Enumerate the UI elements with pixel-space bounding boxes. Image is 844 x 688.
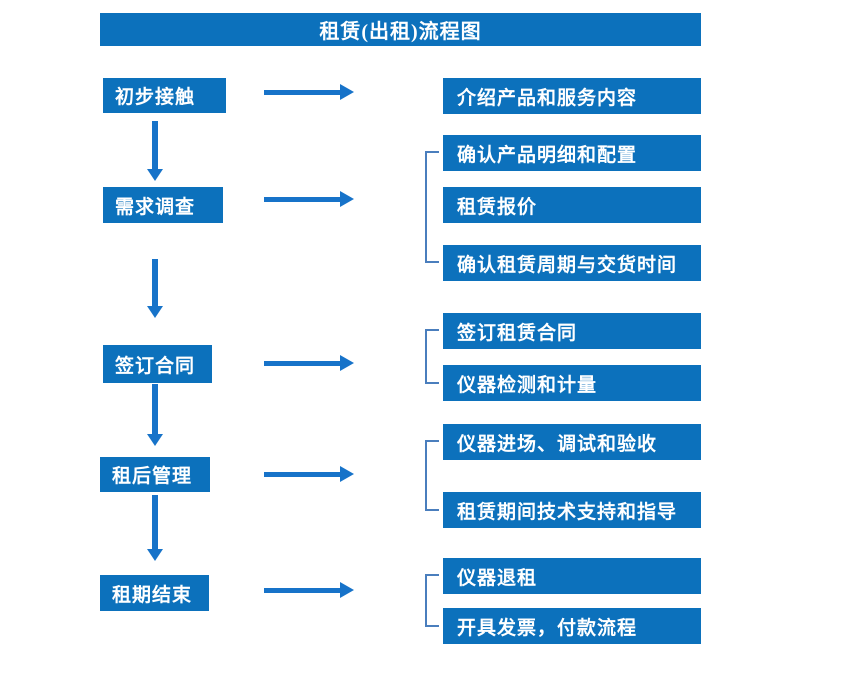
detail-box-invoice-payment: 开具发票，付款流程 xyxy=(443,608,701,644)
step-box-demand-survey: 需求调查 xyxy=(103,187,223,223)
right-arrow-icon xyxy=(264,84,354,100)
detail-box-instrument-return: 仪器退租 xyxy=(443,558,701,594)
step-box-initial-contact: 初步接触 xyxy=(103,78,226,113)
down-arrow-icon xyxy=(147,495,163,561)
right-arrow-icon xyxy=(264,582,354,598)
diagram-title-bar: 租赁(出租)流程图 xyxy=(100,13,701,46)
step-box-post-rental-management: 租后管理 xyxy=(100,457,210,492)
step-box-lease-end: 租期结束 xyxy=(100,575,209,611)
group-bracket xyxy=(425,440,439,511)
detail-box-instrument-setup-acceptance: 仪器进场、调试和验收 xyxy=(443,424,701,460)
right-arrow-icon xyxy=(264,466,354,482)
detail-box-confirm-period-delivery: 确认租赁周期与交货时间 xyxy=(443,245,701,281)
detail-box-introduce-products-services: 介绍产品和服务内容 xyxy=(443,78,701,114)
detail-box-confirm-product-details: 确认产品明细和配置 xyxy=(443,135,701,171)
group-bracket xyxy=(425,151,439,263)
detail-box-rental-quote: 租赁报价 xyxy=(443,187,701,223)
detail-box-sign-rental-contract: 签订租赁合同 xyxy=(443,313,701,349)
diagram-title: 租赁(出租)流程图 xyxy=(319,21,482,43)
right-arrow-icon xyxy=(264,355,354,371)
right-arrow-icon xyxy=(264,191,354,207)
group-bracket xyxy=(425,329,439,384)
detail-box-instrument-testing: 仪器检测和计量 xyxy=(443,365,701,401)
step-box-sign-contract: 签订合同 xyxy=(103,345,212,383)
group-bracket xyxy=(425,574,439,627)
down-arrow-icon xyxy=(147,121,163,181)
down-arrow-icon xyxy=(147,384,163,446)
down-arrow-icon xyxy=(147,259,163,318)
detail-box-technical-support: 租赁期间技术支持和指导 xyxy=(443,492,701,528)
